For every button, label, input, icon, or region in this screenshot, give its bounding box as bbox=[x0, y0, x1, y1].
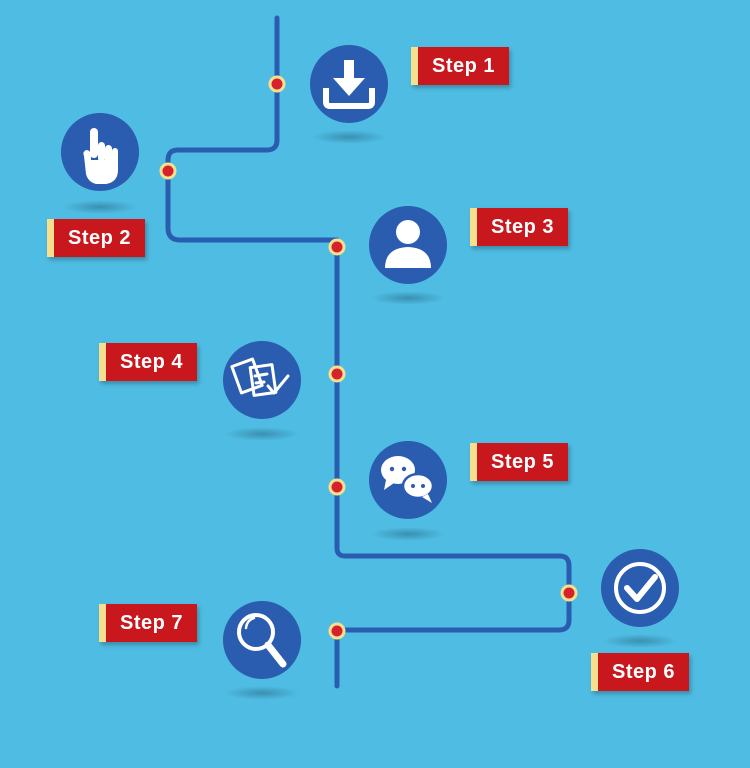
pointer-hand-icon bbox=[83, 128, 118, 184]
step-3-node bbox=[369, 206, 447, 284]
step-7-label: Step 7 bbox=[99, 604, 198, 642]
step-1-label: Step 1 bbox=[411, 47, 510, 85]
step-2-label: Step 2 bbox=[47, 219, 146, 257]
download-icon bbox=[323, 60, 375, 109]
magnifier-icon bbox=[237, 613, 287, 668]
connector-dots bbox=[159, 75, 578, 640]
step-4-node bbox=[223, 341, 301, 419]
chat-bubbles-icon bbox=[381, 456, 435, 503]
step-5-shadow bbox=[370, 527, 446, 541]
step-6-node bbox=[601, 549, 679, 627]
checkmark-circle-icon bbox=[614, 562, 666, 614]
step-6-shadow bbox=[602, 634, 678, 648]
step-1-node bbox=[310, 45, 388, 123]
connector-dot bbox=[560, 584, 578, 602]
connector-dot bbox=[328, 365, 346, 383]
documents-check-icon bbox=[230, 357, 290, 397]
connector-dot bbox=[159, 162, 177, 180]
step-3-label: Step 3 bbox=[470, 208, 569, 246]
step-1-shadow bbox=[311, 130, 387, 144]
step-4-shadow bbox=[224, 427, 300, 441]
step-7-node bbox=[223, 601, 301, 679]
step-4-label: Step 4 bbox=[99, 343, 198, 381]
step-5-node bbox=[369, 441, 447, 519]
connector-path bbox=[165, 15, 572, 689]
step-3-shadow bbox=[370, 291, 446, 305]
step-7-shadow bbox=[224, 686, 300, 700]
step-6-label: Step 6 bbox=[591, 653, 690, 691]
user-icon bbox=[385, 220, 431, 268]
step-5-label: Step 5 bbox=[470, 443, 569, 481]
step-2-node bbox=[61, 113, 139, 191]
connector-dot bbox=[268, 75, 286, 93]
connector-dot bbox=[328, 238, 346, 256]
connector-dot bbox=[328, 622, 346, 640]
connector-dot bbox=[328, 478, 346, 496]
step-2-shadow bbox=[62, 200, 138, 214]
